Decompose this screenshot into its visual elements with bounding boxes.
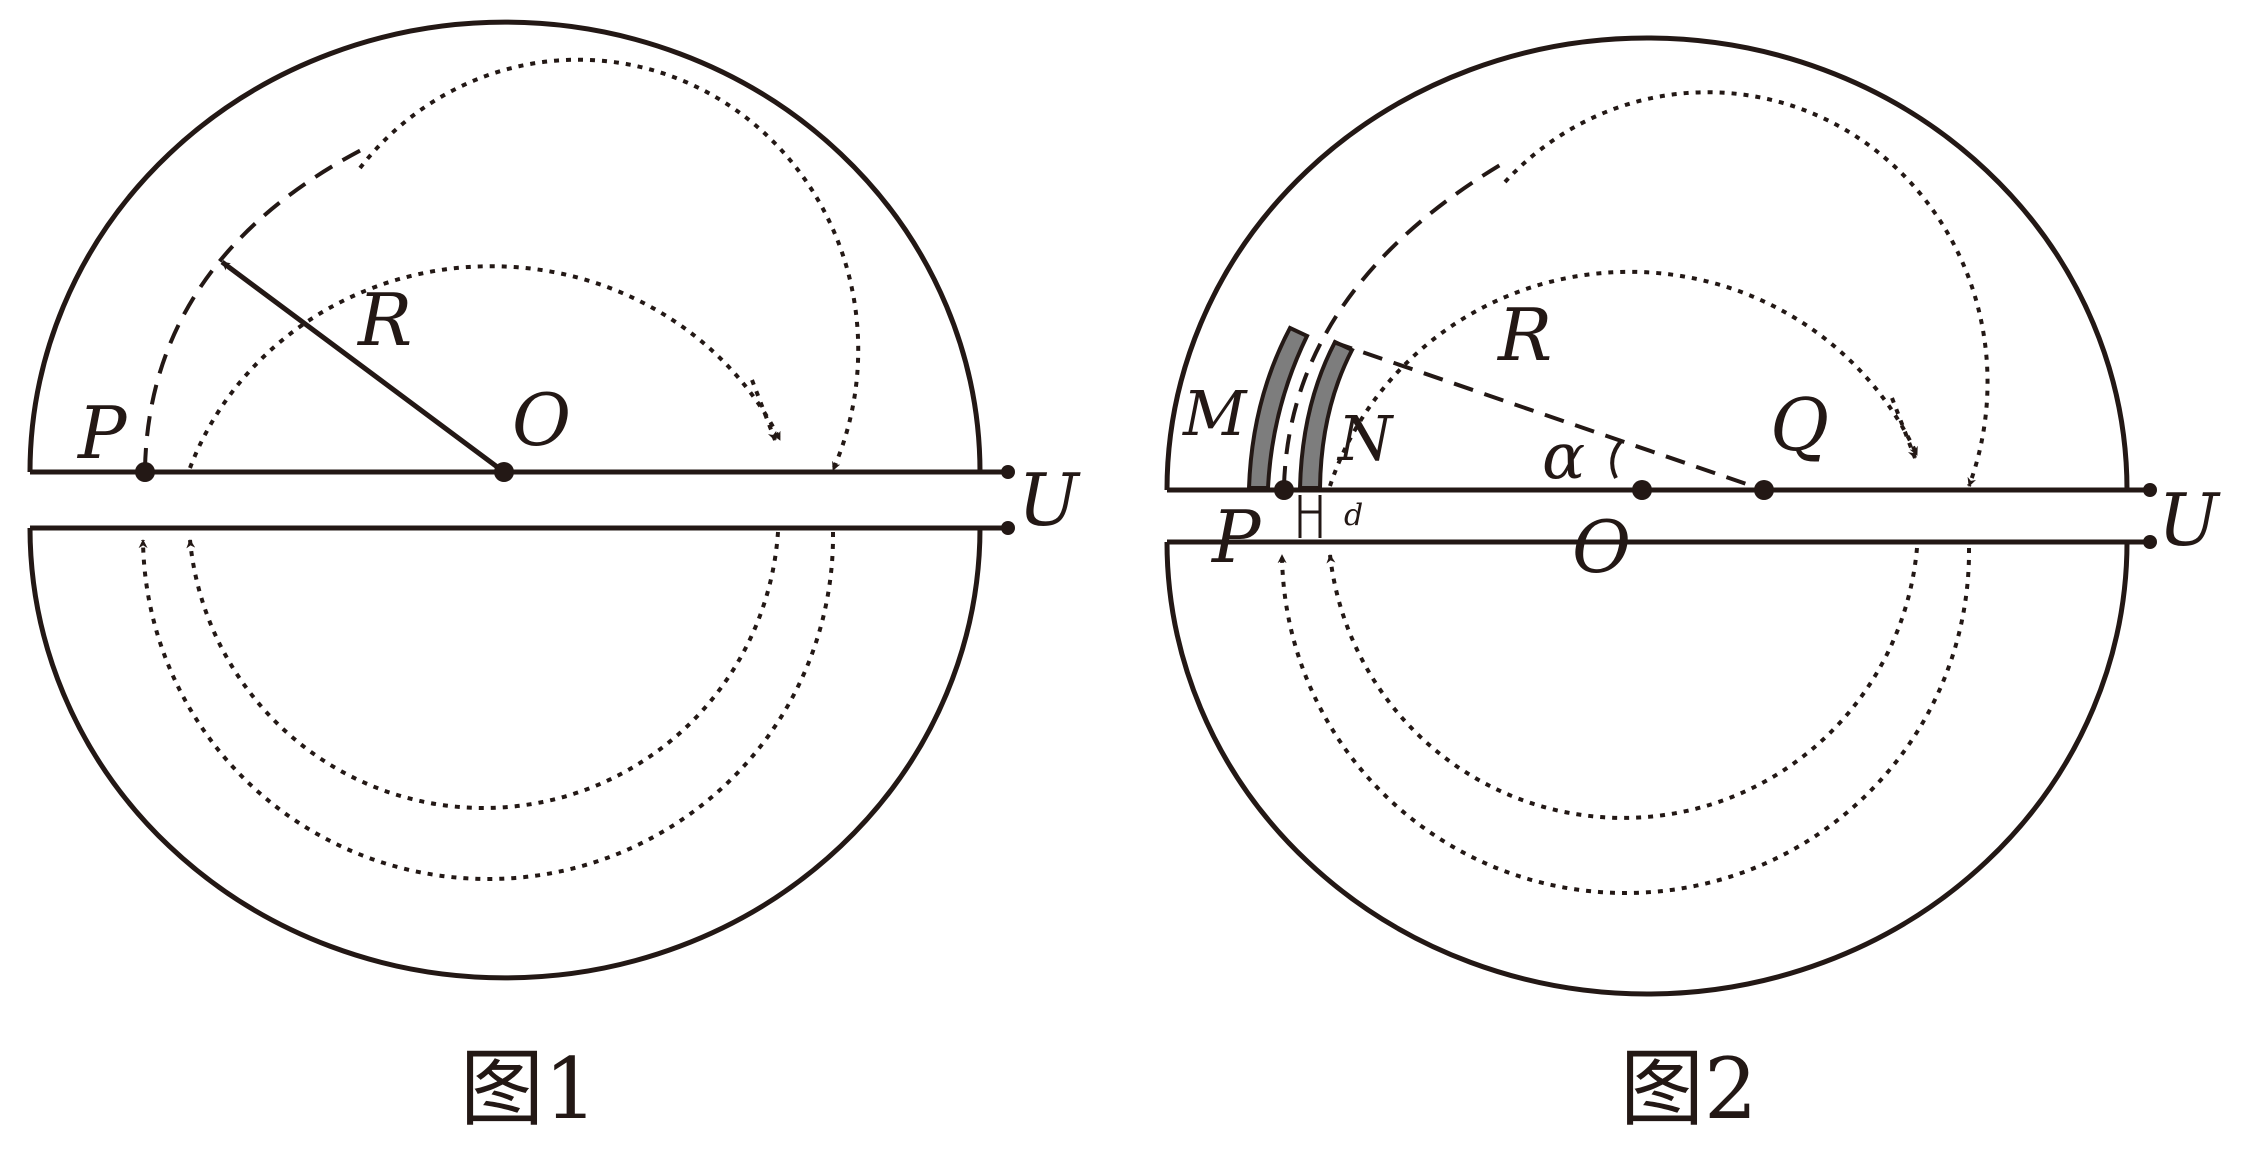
label-o: O xyxy=(1572,505,1631,589)
dotted-stub-arrow xyxy=(750,379,777,441)
angle-alpha-arc xyxy=(1610,438,1624,479)
dotted-trajectory-outer-upper xyxy=(1503,90,1990,487)
dotted-trajectory-outer-lower xyxy=(138,531,836,881)
label-p: P xyxy=(1210,495,1262,579)
point-o xyxy=(1632,480,1652,500)
point-p xyxy=(1274,480,1294,500)
label-alpha: α xyxy=(1542,420,1585,494)
outer-ring-lower xyxy=(1164,541,2130,997)
terminal-dot-lower xyxy=(2143,535,2157,549)
radius-dashed-line xyxy=(1332,340,1765,492)
label-u: U xyxy=(1018,458,1081,542)
dotted-trajectory-outer-lower xyxy=(1277,547,1972,895)
point-o xyxy=(494,462,514,482)
terminal-dot-upper xyxy=(2143,483,2157,497)
terminal-dot-lower xyxy=(1001,521,1015,535)
dotted-trajectory-inner-lower xyxy=(1326,547,1919,820)
point-p xyxy=(135,462,155,482)
label-r: R xyxy=(1496,293,1552,377)
dashed-trajectory xyxy=(143,146,366,469)
label-n: N xyxy=(1336,402,1395,475)
label-o: O xyxy=(512,378,571,462)
figure-1: P R O U 图1 xyxy=(27,19,1081,1138)
label-u: U xyxy=(2158,478,2221,562)
label-m: M xyxy=(1182,377,1248,450)
label-p: P xyxy=(76,391,128,475)
caption-figure-2: 图2 xyxy=(1620,1040,1757,1138)
radius-arrow xyxy=(220,259,506,475)
dotted-trajectory-outer-upper xyxy=(358,57,861,471)
point-q xyxy=(1754,480,1774,500)
label-d: d xyxy=(1344,498,1363,533)
dotted-trajectory-inner-upper xyxy=(1328,269,1919,487)
outer-ring-upper xyxy=(27,19,983,473)
dashed-trajectory xyxy=(1282,160,1507,487)
outer-ring-lower xyxy=(27,527,983,981)
outer-ring-upper xyxy=(1164,35,2130,491)
plate-n xyxy=(1297,339,1355,490)
label-r: R xyxy=(356,278,412,362)
dotted-trajectory-inner-upper xyxy=(188,264,782,469)
dotted-trajectory-inner-lower xyxy=(186,531,780,810)
figure-2: M N R Q α P d O U 图2 xyxy=(1164,35,2221,1138)
plate-m xyxy=(1246,325,1310,490)
caption-figure-1: 图1 xyxy=(460,1040,597,1138)
label-q: Q xyxy=(1770,383,1829,467)
terminal-dot-upper xyxy=(1001,465,1015,479)
